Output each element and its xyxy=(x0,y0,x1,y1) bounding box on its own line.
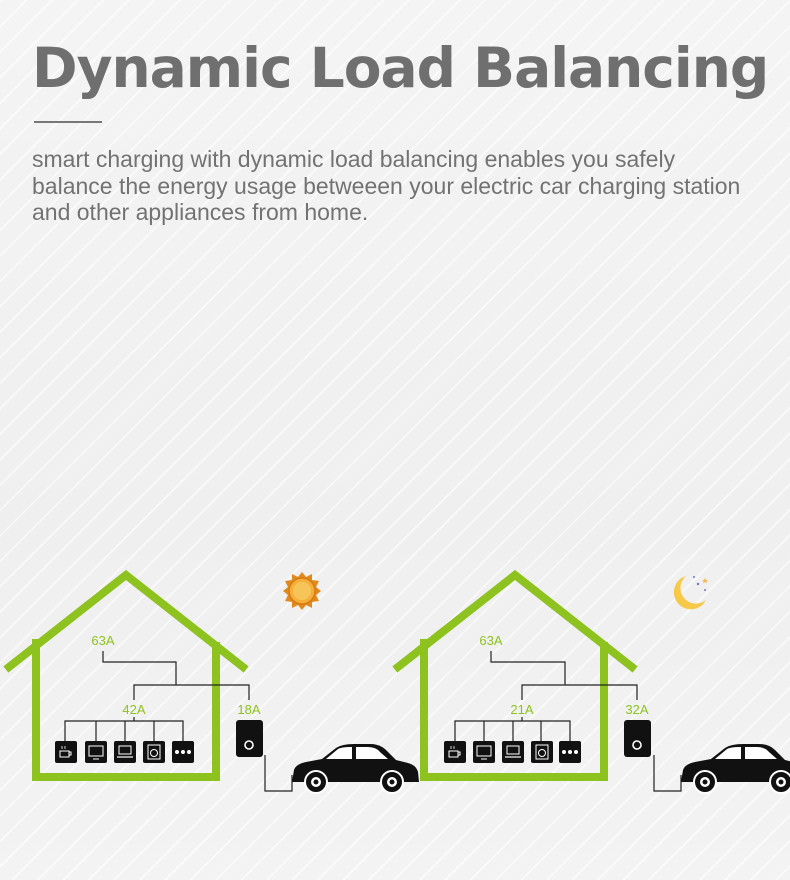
more-icon xyxy=(562,750,578,754)
moon-icon xyxy=(674,576,708,609)
appliances-current-label: 21A xyxy=(510,702,533,717)
appliance-washing-machine xyxy=(143,741,165,763)
scene-night: 63A 21A 32A xyxy=(398,575,790,793)
scene-day: 63A 42A 18A xyxy=(9,572,419,793)
ev-charger xyxy=(236,720,263,757)
appliances-current-label: 42A xyxy=(122,702,145,717)
appliance-more xyxy=(559,741,581,763)
ev-charger xyxy=(624,720,651,757)
car-icon xyxy=(681,744,790,793)
charger-current-label: 18A xyxy=(237,702,260,717)
sun-icon xyxy=(283,572,321,610)
appliance-coffee-maker xyxy=(55,741,77,763)
more-icon xyxy=(175,750,191,754)
appliance-laptop xyxy=(114,741,136,763)
appliance-tv xyxy=(473,741,495,763)
appliance-laptop xyxy=(502,741,524,763)
charger-current-label: 32A xyxy=(625,702,648,717)
appliance-washing-machine xyxy=(531,741,553,763)
main-current-label: 63A xyxy=(91,633,114,648)
appliance-more xyxy=(172,741,194,763)
appliance-coffee-maker xyxy=(444,741,466,763)
car-icon xyxy=(292,744,419,793)
appliance-tv xyxy=(85,741,107,763)
main-current-label: 63A xyxy=(479,633,502,648)
